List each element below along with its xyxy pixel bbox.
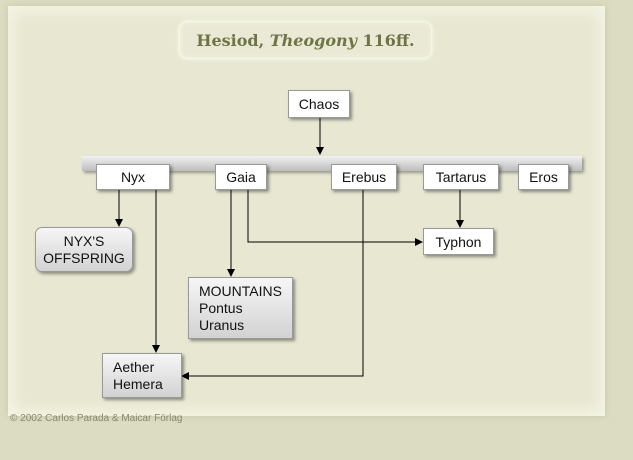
arrow-erebus-to-aether bbox=[181, 189, 364, 380]
copyright-text: © 2002 Carlos Parada & Maicar Förlag bbox=[10, 413, 183, 424]
node-typhon[interactable]: Typhon bbox=[423, 228, 494, 255]
node-nyx-label: Nyx bbox=[120, 169, 146, 185]
node-eros-label: Eros bbox=[529, 169, 558, 185]
node-eros[interactable]: Eros bbox=[518, 164, 569, 190]
node-typhon-label: Typhon bbox=[435, 233, 482, 250]
title-prefix: Hesiod, bbox=[196, 30, 265, 50]
node-aether-hemera[interactable]: Aether Hemera bbox=[102, 353, 182, 398]
node-aether-hemera-line-2: Hemera bbox=[113, 375, 163, 392]
node-gaia[interactable]: Gaia bbox=[215, 164, 267, 190]
node-tartarus-label: Tartarus bbox=[435, 169, 487, 185]
node-gaia-label: Gaia bbox=[226, 169, 256, 185]
title-suffix: 116ff. bbox=[362, 30, 415, 50]
node-mountains-line-3: Uranus bbox=[199, 316, 245, 333]
node-erebus-label: Erebus bbox=[341, 169, 387, 185]
node-nyx-offspring-line-1: NYX'S bbox=[63, 232, 105, 249]
diagram-panel bbox=[8, 6, 605, 416]
node-erebus[interactable]: Erebus bbox=[331, 164, 397, 190]
node-aether-hemera-line-1: Aether bbox=[113, 358, 155, 375]
node-nyx[interactable]: Nyx bbox=[96, 164, 170, 190]
node-chaos-label: Chaos bbox=[298, 96, 340, 112]
node-chaos[interactable]: Chaos bbox=[288, 90, 350, 118]
diagram-title: Hesiod, Theogony 116ff. bbox=[179, 21, 432, 59]
node-mountains[interactable]: MOUNTAINS Pontus Uranus bbox=[188, 277, 293, 339]
node-nyx-offspring[interactable]: NYX'S OFFSPRING bbox=[35, 227, 133, 272]
arrow-gaia-to-typhon bbox=[247, 189, 423, 246]
node-tartarus[interactable]: Tartarus bbox=[423, 164, 499, 190]
node-nyx-offspring-line-2: OFFSPRING bbox=[43, 249, 125, 266]
title-work: Theogony bbox=[269, 30, 357, 50]
node-mountains-line-2: Pontus bbox=[199, 299, 243, 316]
node-mountains-line-1: MOUNTAINS bbox=[199, 282, 282, 299]
